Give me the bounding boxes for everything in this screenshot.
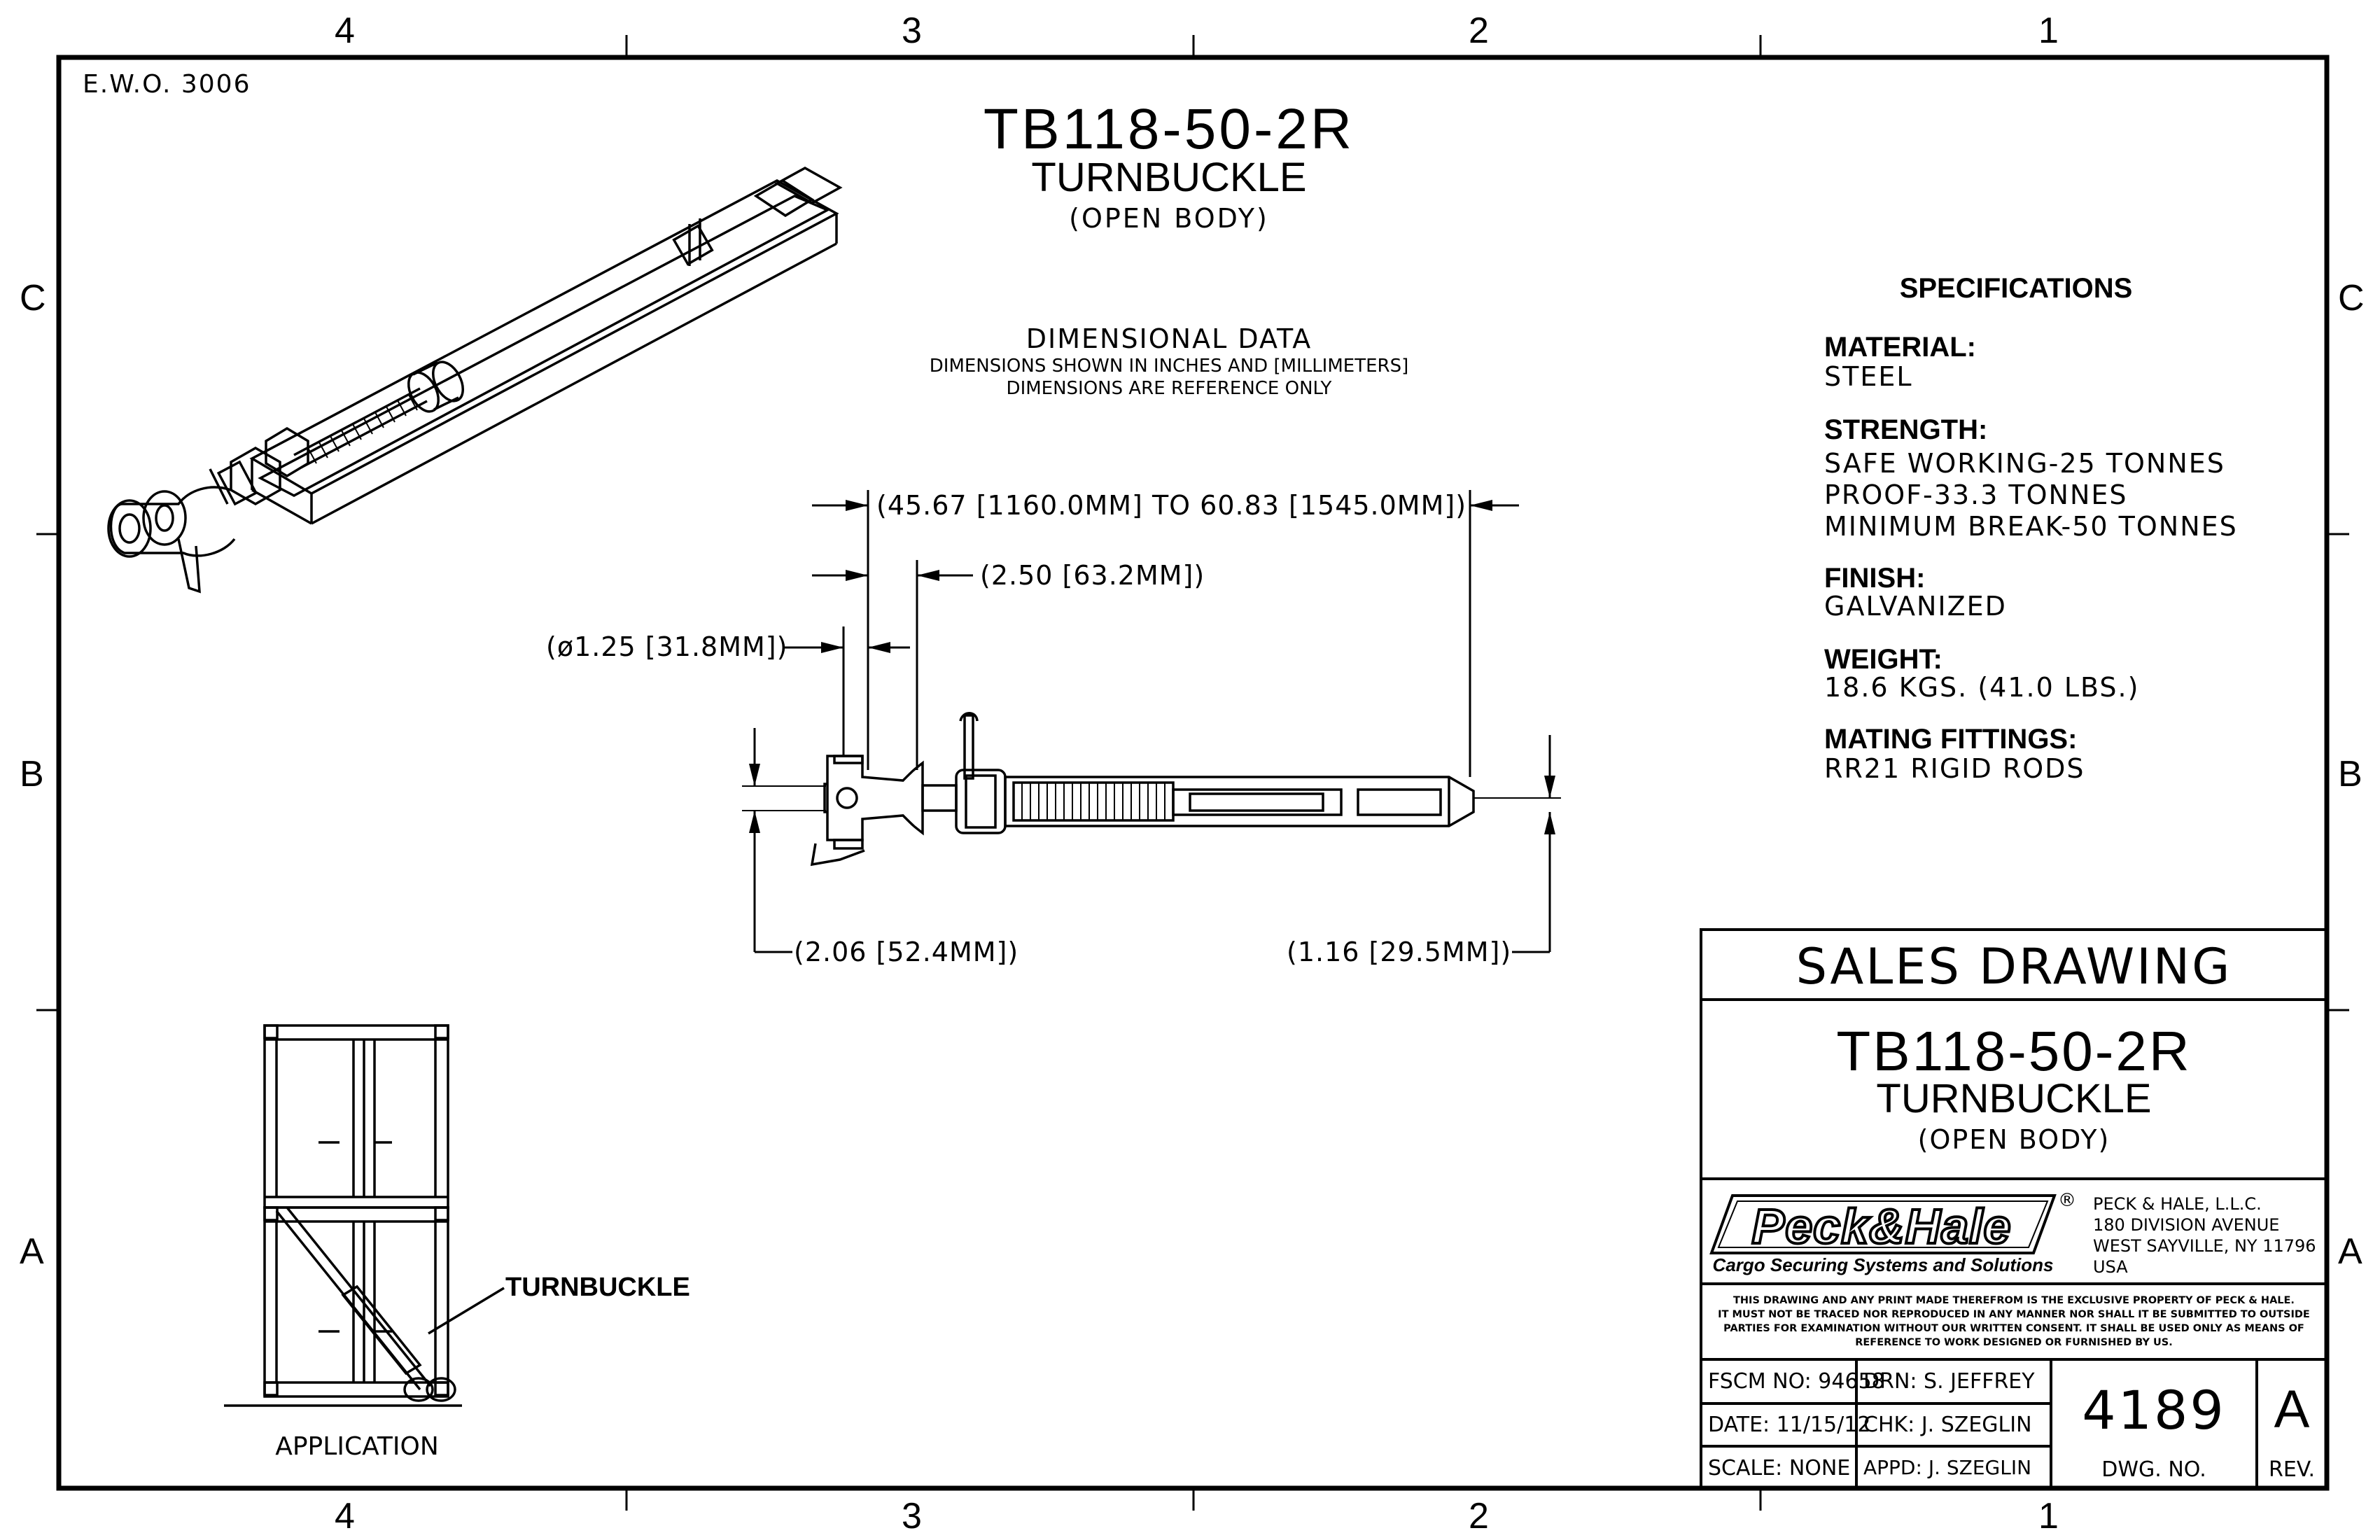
dim-height-right: (1.16 [29.5MM]): [1287, 937, 1512, 967]
spec-strength-2: PROOF-33.3 TONNES: [1824, 479, 2128, 510]
header-name: TURNBUCKLE: [1031, 155, 1307, 200]
logo-plate: [1709, 1194, 2057, 1254]
tb-variant: (OPEN BODY): [1917, 1124, 2110, 1155]
tb-part-number: TB118-50-2R: [1836, 1020, 2192, 1082]
zone-col-bottom-1: 1: [2038, 1496, 2059, 1536]
tb-date: DATE: 11/15/12: [1708, 1413, 1871, 1437]
zone-ticks: [36, 35, 2349, 1511]
zone-row-left-b: B: [20, 754, 44, 794]
proprietary-notice-2: IT MUST NOT BE TRACED NOR REPRODUCED IN …: [1718, 1309, 2310, 1320]
spec-strength-3: MINIMUM BREAK-50 TONNES: [1824, 511, 2238, 542]
application-callout: TURNBUCKLE: [505, 1273, 690, 1302]
dim-pin-diameter: (ø1.25 [31.8MM]): [546, 631, 788, 662]
tb-approved-by: APPD: J. SZEGLIN: [1863, 1456, 2032, 1479]
application-caption: APPLICATION: [275, 1432, 439, 1461]
zone-col-top-1: 1: [2038, 10, 2059, 51]
zone-col-top-3: 3: [902, 10, 922, 51]
ewo-number: E.W.O. 3006: [83, 70, 251, 99]
zone-row-right-b: B: [2338, 754, 2362, 794]
dim-height-left: (2.06 [52.4MM]): [794, 937, 1019, 967]
dimensional-note-1: DIMENSIONS SHOWN IN INCHES AND [MILLIMET…: [929, 356, 1409, 377]
zone-col-bottom-3: 3: [902, 1496, 922, 1536]
company-address-2: 180 DIVISION AVENUE: [2093, 1215, 2280, 1235]
zone-col-bottom-4: 4: [335, 1496, 355, 1536]
spec-mating-value: RR21 RIGID RODS: [1824, 753, 2085, 784]
company-logo: Peck&Hale: [1751, 1198, 2012, 1255]
dimensional-note-2: DIMENSIONS ARE REFERENCE ONLY: [1006, 378, 1332, 399]
spec-finish-value: GALVANIZED: [1824, 591, 2007, 622]
spec-finish-label: FINISH:: [1824, 563, 1926, 594]
tb-fscm: FSCM NO: 94658: [1708, 1369, 1885, 1394]
header-variant: (OPEN BODY): [1069, 203, 1269, 234]
tb-sales-drawing: SALES DRAWING: [1795, 938, 2232, 995]
dim-overall-length: (45.67 [1160.0MM] TO 60.83 [1545.0MM]): [876, 490, 1467, 521]
proprietary-notice-4: REFERENCE TO WORK DESIGNED OR FURNISHED …: [1855, 1337, 2173, 1348]
company-address-4: USA: [2093, 1257, 2128, 1277]
tb-name: TURNBUCKLE: [1876, 1076, 2152, 1121]
side-elevation-turnbuckle: [742, 712, 1561, 867]
spec-mating-label: MATING FITTINGS:: [1824, 724, 2078, 755]
tb-scale: SCALE: NONE: [1708, 1456, 1851, 1480]
zone-row-right-a: A: [2338, 1231, 2362, 1272]
dimension-arrows: [749, 500, 1555, 834]
title-block-lines: [1700, 928, 2328, 1490]
zone-row-left-c: C: [20, 278, 46, 318]
tb-drawn-by: DRN: S. JEFFREY: [1863, 1369, 2035, 1394]
application-view: [224, 1024, 505, 1407]
zone-col-bottom-2: 2: [1469, 1496, 1489, 1536]
proprietary-notice-3: PARTIES FOR EXAMINATION WITHOUT OUR WRIT…: [1723, 1323, 2304, 1334]
company-address-1: PECK & HALE, L.L.C.: [2093, 1194, 2262, 1214]
company-address-3: WEST SAYVILLE, NY 11796: [2093, 1236, 2316, 1256]
tb-dwg-number: 4189: [2082, 1379, 2226, 1441]
header-part-number: TB118-50-2R: [983, 97, 1355, 161]
isometric-turnbuckle: [107, 166, 843, 594]
logo-registered-mark: ®: [2058, 1190, 2076, 1211]
tb-checked-by: CHK: J. SZEGLIN: [1863, 1413, 2032, 1437]
proprietary-notice-1: THIS DRAWING AND ANY PRINT MADE THEREFRO…: [1733, 1295, 2295, 1306]
spec-material-value: STEEL: [1824, 361, 1913, 392]
specs-title: SPECIFICATIONS: [1899, 273, 2133, 304]
spec-weight-value: 18.6 KGS. (41.0 LBS.): [1824, 672, 2140, 703]
spec-strength-label: STRENGTH:: [1824, 414, 1988, 445]
spec-weight-label: WEIGHT:: [1824, 644, 1942, 675]
zone-col-top-4: 4: [335, 10, 355, 51]
dimensional-title: DIMENSIONAL DATA: [1026, 323, 1312, 354]
tb-dwg-label: DWG. NO.: [2101, 1457, 2206, 1482]
zone-row-right-c: C: [2338, 278, 2365, 318]
tb-rev-label: REV.: [2269, 1457, 2315, 1482]
company-tagline: Cargo Securing Systems and Solutions: [1712, 1254, 2054, 1275]
spec-strength-1: SAFE WORKING-25 TONNES: [1824, 448, 2225, 479]
dim-jaw-opening: (2.50 [63.2MM]): [980, 560, 1205, 591]
zone-col-top-2: 2: [1469, 10, 1489, 51]
tb-revision: A: [2274, 1380, 2310, 1439]
spec-material-label: MATERIAL:: [1824, 332, 1976, 363]
dimension-lines: [753, 490, 1551, 953]
zone-row-left-a: A: [20, 1231, 44, 1272]
